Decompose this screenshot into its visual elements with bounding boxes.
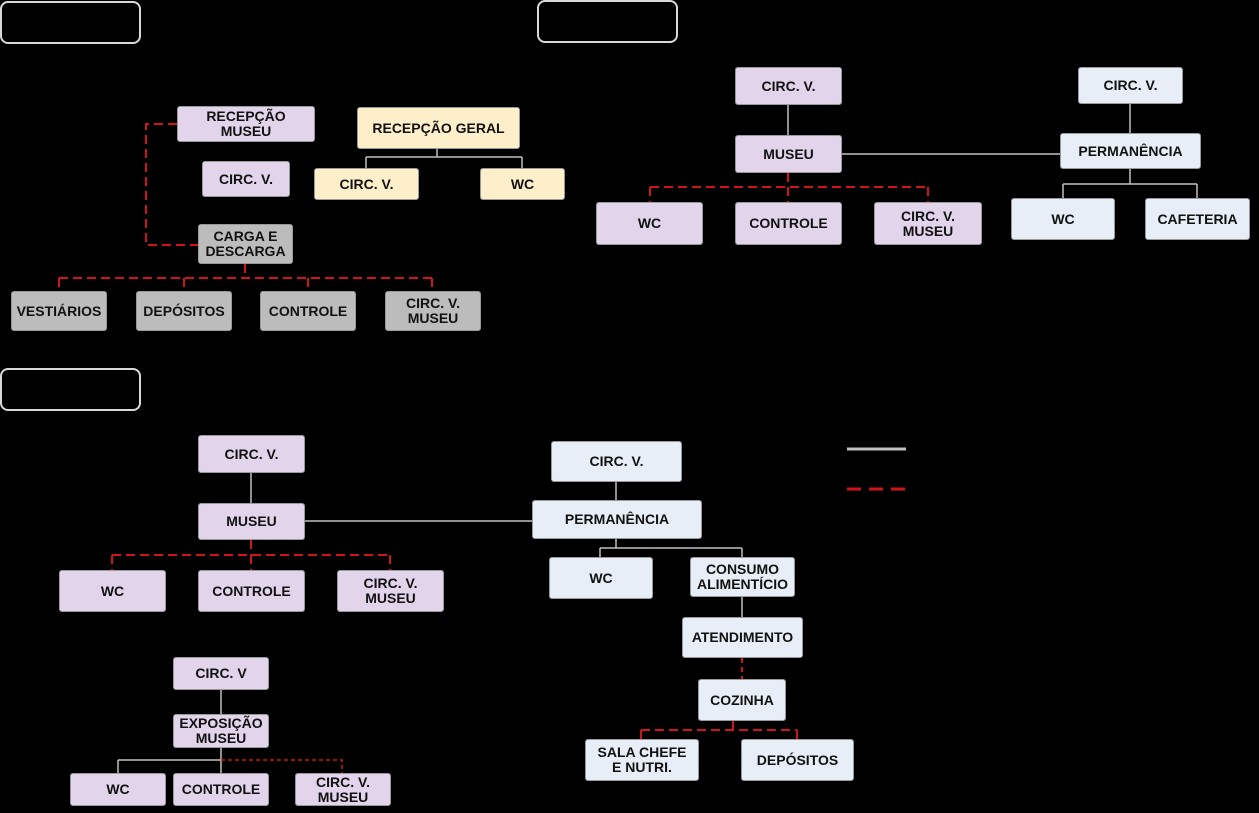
node-permanencia: PERMANÊNCIA [532, 500, 702, 539]
node-vestiarios: VESTIÁRIOS [11, 291, 107, 331]
node-circ-v-museu: CIRC. V. MUSEU [337, 570, 444, 612]
node-sala-chefe: SALA CHEFE E NUTRI. [585, 739, 699, 781]
solid-connector [117, 748, 222, 773]
node-depositos: DEPÓSITOS [741, 739, 854, 781]
node-circ-v-permanencia-top: CIRC. V. [1078, 67, 1183, 104]
section-title-frame-a [0, 1, 141, 44]
node-circ-v-museu-top: CIRC. V. [735, 67, 842, 105]
node-cozinha: COZINHA [698, 679, 786, 721]
dashed-connector [649, 173, 929, 202]
node-controle: CONTROLE [735, 202, 842, 245]
node-wc-geral: WC [480, 168, 565, 200]
node-circ-v-museu-top: CIRC. V. [198, 435, 305, 473]
dashed-connector [58, 264, 433, 291]
node-recepcao-geral: RECEPÇÃO GERAL [357, 107, 520, 149]
node-wc: WC [596, 202, 703, 245]
node-controle: CONTROLE [260, 291, 356, 331]
node-circ-v-museu: CIRC. V. MUSEU [874, 202, 982, 245]
node-exposicao-museu: EXPOSIÇÃO MUSEU [173, 714, 269, 748]
node-wc-permanencia: WC [549, 557, 653, 599]
dashed-connector [640, 721, 798, 739]
section-title-frame-b [537, 0, 678, 43]
node-circ-v: CIRC. V. [202, 161, 290, 197]
dashed-connector [145, 123, 198, 246]
node-controle: CONTROLE [198, 570, 305, 612]
node-wc-permanencia: WC [1011, 198, 1115, 240]
dashed-connector [111, 540, 391, 570]
node-circ-v-museu: CIRC. V. MUSEU [385, 291, 481, 331]
node-consumo-alimenticio: CONSUMO ALIMENTÍCIO [690, 557, 795, 597]
node-permanencia: PERMANÊNCIA [1060, 133, 1201, 169]
section-title-frame-c [0, 368, 141, 411]
node-wc: WC [59, 570, 166, 612]
node-atendimento: ATENDIMENTO [682, 617, 803, 658]
dashed-connector [221, 759, 343, 773]
node-circ-v-geral: CIRC. V. [314, 168, 419, 200]
node-circ-v-museu-exposicao: CIRC. V. MUSEU [295, 773, 391, 806]
solid-connector [599, 539, 743, 557]
solid-connector [1062, 104, 1198, 198]
node-museu: MUSEU [198, 503, 305, 540]
node-carga-descarga: CARGA E DESCARGA [198, 224, 293, 264]
node-controle-exposicao: CONTROLE [173, 773, 269, 806]
node-museu: MUSEU [735, 135, 842, 173]
node-circ-v-permanencia-top: CIRC. V. [551, 441, 682, 482]
node-depositos: DEPÓSITOS [136, 291, 232, 331]
node-circ-v-exposicao: CIRC. V [173, 657, 269, 690]
node-cafeteria: CAFETERIA [1145, 198, 1250, 240]
node-recepcao-museu: RECEPÇÃO MUSEU [177, 106, 315, 142]
solid-connector [365, 149, 523, 168]
node-wc-exposicao: WC [70, 773, 166, 806]
